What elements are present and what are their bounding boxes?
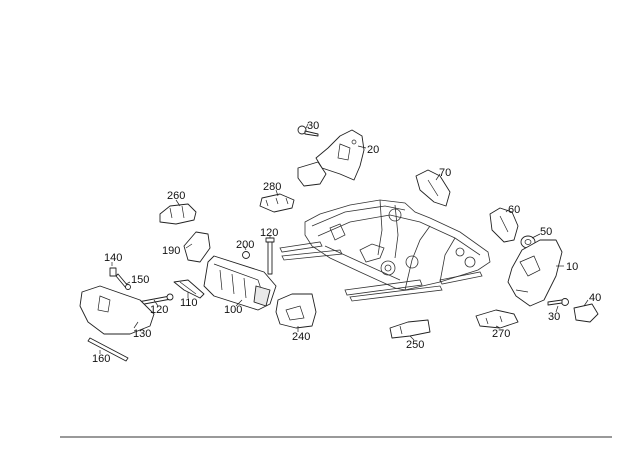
part-60-bracket: [489, 207, 519, 243]
part-250-clip: [389, 319, 431, 339]
callout-10: 10: [566, 261, 578, 273]
callout-70: 70: [439, 167, 451, 179]
leader-lines: [99, 123, 589, 354]
callout-140: 140: [104, 252, 122, 264]
callout-260: 260: [167, 190, 185, 202]
callout-40: 40: [589, 292, 601, 304]
part-260-clip: [159, 203, 197, 225]
part-240-cover: [275, 293, 317, 329]
callout-20: 20: [367, 144, 379, 156]
part-30-screw-right: [547, 298, 569, 306]
part-160-rod: [87, 337, 129, 362]
seat-frame: [279, 199, 491, 302]
part-190-cover: [183, 231, 211, 263]
part-270-bracket: [475, 309, 519, 329]
callout-120-upper: 120: [260, 227, 278, 239]
part-150-screw: [115, 273, 131, 290]
callout-110: 110: [180, 297, 198, 309]
part-20-bracket: [297, 129, 365, 187]
callout-270: 270: [492, 328, 510, 340]
callout-30-right: 30: [548, 311, 560, 323]
part-70-cover: [415, 169, 451, 207]
part-120-bolt-upper: [265, 237, 275, 275]
part-280-clip: [259, 193, 295, 213]
callout-30-top: 30: [307, 120, 319, 132]
part-110-clip: [173, 279, 205, 299]
callout-150: 150: [131, 274, 149, 286]
callout-190: 190: [162, 245, 180, 257]
part-130-side-trim: [79, 285, 155, 335]
callout-120-lower: 120: [150, 304, 168, 316]
part-40-cap: [573, 303, 599, 323]
callout-160: 160: [92, 353, 110, 365]
part-30-screw-top: [297, 125, 319, 137]
callout-280: 280: [263, 181, 281, 193]
callout-200: 200: [236, 239, 254, 251]
callout-250: 250: [406, 339, 424, 351]
callout-130: 130: [133, 328, 151, 340]
callout-labels: 30 20 70 280 260 60 50 120 200 190 140 1…: [92, 120, 601, 365]
callout-100: 100: [224, 304, 242, 316]
part-200-screw: [242, 251, 250, 259]
callout-50: 50: [540, 226, 552, 238]
callout-60: 60: [508, 204, 520, 216]
callout-240: 240: [292, 331, 310, 343]
part-10-side-cover: [507, 239, 563, 307]
part-140-pin: [109, 267, 117, 277]
part-100-panel: [203, 255, 277, 311]
